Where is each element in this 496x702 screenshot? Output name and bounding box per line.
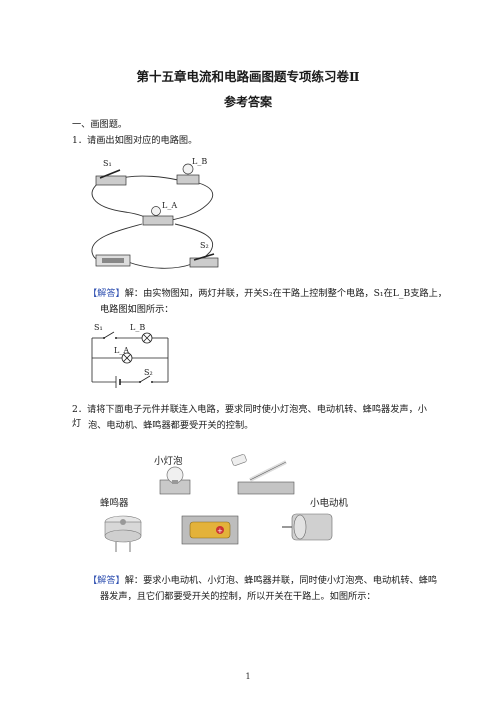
answer-tag: 【解答】 — [88, 575, 125, 586]
knife-switch-icon — [231, 454, 295, 495]
fig1-label-lb: L_B — [192, 157, 207, 166]
switch-s2-icon — [189, 253, 219, 268]
circuit-diagram-figure: S₁ L_B L_A S₂ — [91, 323, 169, 388]
fig2-label-s1: S₁ — [94, 323, 103, 332]
switch-s1-icon — [95, 169, 127, 186]
fig1-label-s2: S₂ — [200, 241, 209, 250]
svg-text:+: + — [217, 527, 223, 535]
answer-tag: 【解答】 — [88, 288, 125, 299]
lamp-lb-icon — [176, 163, 200, 185]
answer-2: 【解答】解：要求小电动机、小灯泡、蜂鸣器并联，同时使小灯泡亮、电动机转、蜂鸣 — [88, 574, 448, 588]
answer-1-line-2: 电路图如图所示： — [100, 304, 174, 315]
question-text: 请画出如图对应的电路图。 — [87, 135, 198, 146]
battery-holder-icon: + — [181, 515, 239, 545]
question-2: 2．请将下面电子元件并联连入电路，要求同时使小灯泡亮、电动机转、蜂鸣器发声，小灯 — [72, 403, 432, 431]
page-number: 1 — [245, 672, 251, 681]
question-number: 2． — [72, 404, 88, 415]
lamp-la-icon — [142, 206, 174, 226]
fig3-label-bulb: 小灯泡 — [154, 455, 183, 467]
bulb-icon — [159, 466, 191, 495]
question-1: 1．请画出如图对应的电路图。 — [72, 134, 197, 148]
answer-1: 【解答】解：由实物图知，两灯并联，开关S₂在干路上控制整个电路，S₁在L_B支路… — [88, 287, 448, 301]
fig1-label-la: L_A — [162, 201, 177, 210]
fig1-label-s1: S₁ — [103, 159, 112, 168]
buzzer-icon — [104, 515, 142, 552]
physical-circuit-figure: S₁ L_B L_A S₂ — [91, 157, 219, 269]
fig2-label-s2: S₂ — [144, 368, 153, 377]
fig2-label-lb: L_B — [130, 323, 145, 332]
doc-subtitle: 参考答案 — [223, 95, 272, 109]
question-2-line-2: 泡、电动机、蜂鸣器都要受开关的控制。 — [88, 420, 254, 431]
question-number: 1． — [72, 135, 88, 146]
answer-line-1: 解：由实物图知，两灯并联，开关S₂在干路上控制整个电路，S₁在L_B支路上， — [124, 288, 447, 299]
fig3-label-buzzer: 蜂鸣器 — [100, 497, 129, 509]
answer-2-line-2: 器发声，且它们都要受开关的控制，所以开关在干路上。如图所示： — [100, 591, 376, 602]
doc-title: 第十五章电流和电路画图题专项练习卷Ⅱ — [136, 69, 360, 84]
components-figure: 小灯泡 蜂鸣器 + 小电动机 — [100, 454, 349, 552]
motor-icon — [282, 513, 333, 541]
battery-icon — [95, 254, 131, 267]
fig3-label-motor: 小电动机 — [310, 497, 349, 509]
answer-line-1: 解：要求小电动机、小灯泡、蜂鸣器并联，同时使小灯泡亮、电动机转、蜂鸣 — [124, 575, 438, 586]
fig2-label-la: L_A — [114, 346, 129, 355]
section-heading: 一、画图题。 — [72, 119, 128, 130]
question-line-1: 请将下面电子元件并联连入电路，要求同时使小灯泡亮、电动机转、蜂鸣器发声，小灯 — [72, 404, 427, 429]
